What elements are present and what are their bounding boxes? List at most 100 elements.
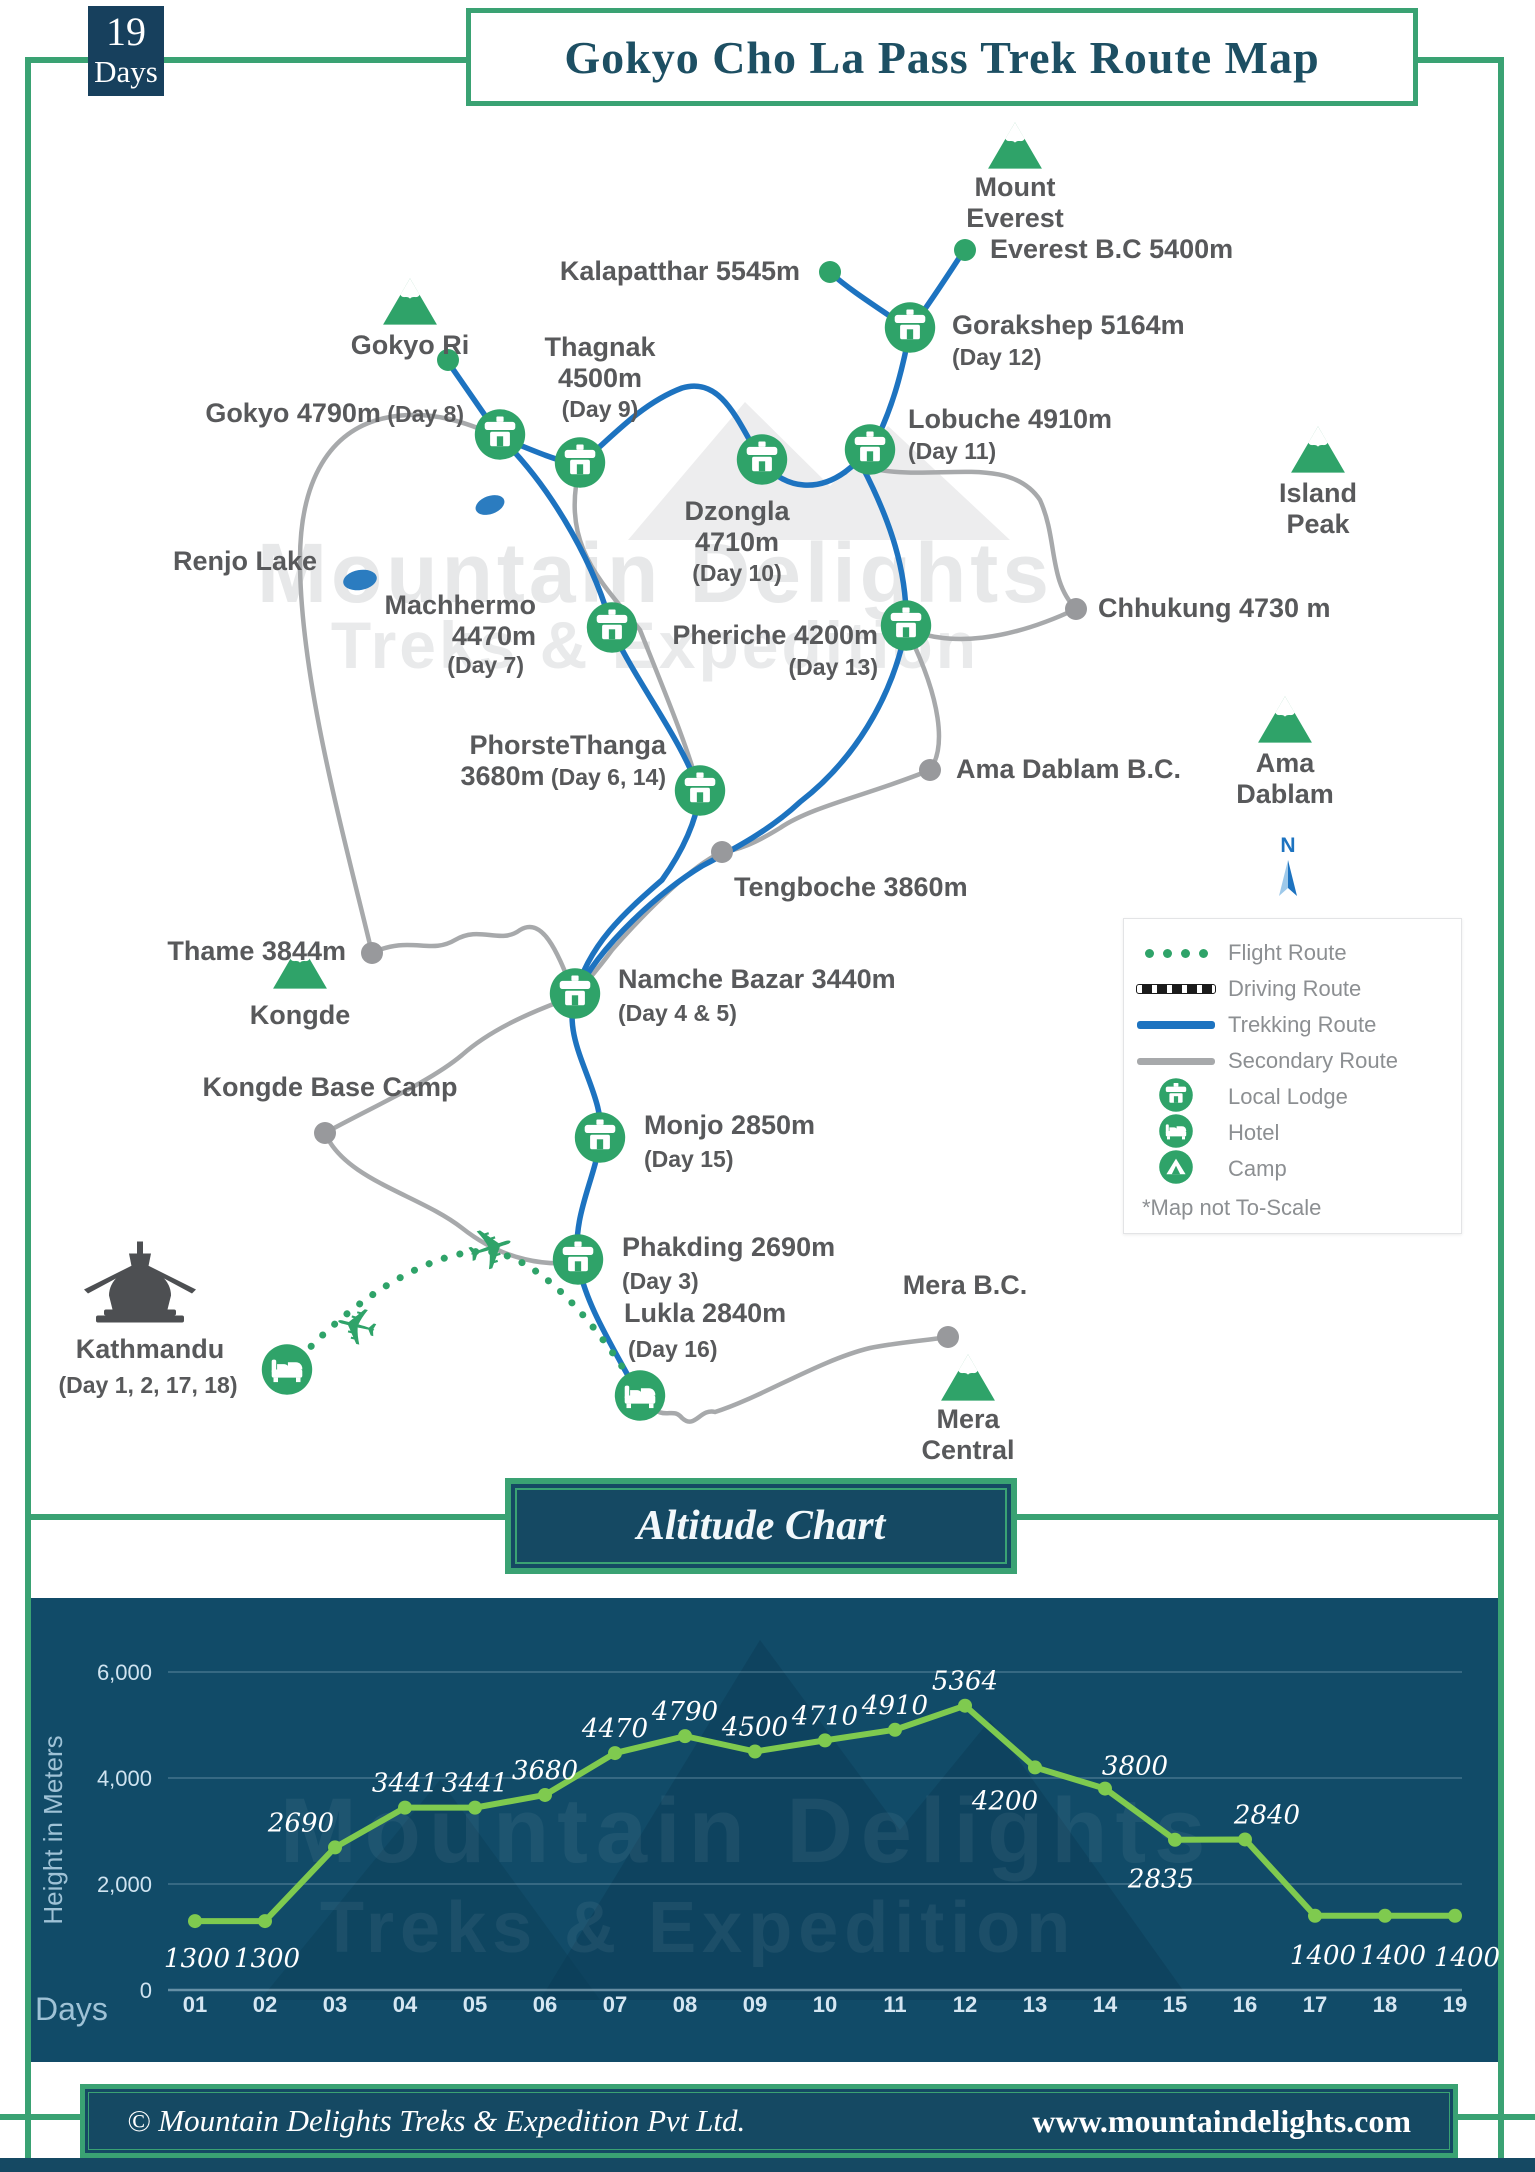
legend-item-trekking-route: Trekking Route: [1124, 1007, 1461, 1043]
north-label: N: [1280, 834, 1296, 857]
days-badge: 19 Days: [88, 6, 164, 96]
altitude-chart-banner-inner: Altitude Chart: [515, 1488, 1007, 1564]
mera-bc-dot: [937, 1326, 959, 1348]
mount-everest-peak-icon: [986, 121, 1044, 176]
phorste-thanga-lodge-icon: [673, 764, 727, 823]
phakding-lodge-icon: [551, 1233, 605, 1292]
secondary-route-icon: [1137, 1057, 1215, 1065]
island-peak-peak-icon: [1289, 425, 1347, 480]
footer-website[interactable]: www.mountaindelights.com: [1032, 2102, 1411, 2139]
pheriche-sublabel: (Day 13): [788, 654, 878, 680]
legend-item-camp: Camp: [1124, 1149, 1461, 1190]
days-badge-number: 19: [106, 9, 146, 54]
chhukung-dot: [1065, 598, 1087, 620]
legend-item-local-lodge: Local Lodge: [1124, 1077, 1461, 1118]
pheriche-lodge-icon: [879, 599, 933, 658]
kalapatthar-dot: [819, 261, 841, 283]
gokyo-ri-peak-icon: [381, 277, 439, 332]
tengboche-dot: [711, 841, 733, 863]
dzongla-sublabel: (Day 10): [692, 560, 782, 586]
lobuche-label: Lobuche 4910m: [908, 404, 1113, 434]
trekking-route-icon: [1137, 1021, 1215, 1029]
kongde-label: Kongde: [249, 1000, 351, 1030]
legend-label-flight-route: Flight Route: [1228, 940, 1347, 965]
ama-dablam-bc-dot: [919, 759, 941, 781]
thagnak-lodge-icon: [553, 436, 607, 495]
phakding-sublabel: (Day 3): [622, 1268, 699, 1294]
dzongla-lodge-icon: [735, 433, 789, 492]
north-indicator: N: [1270, 834, 1306, 909]
ama-dablam-bc-label: Ama Dablam B.C.: [956, 754, 1182, 784]
page-title: Gokyo Cho La Pass Trek Route Map: [564, 31, 1320, 83]
lukla-sublabel: (Day 16): [628, 1336, 718, 1362]
kalapatthar-label: Kalapatthar 5545m: [559, 256, 800, 286]
legend-label-camp: Camp: [1228, 1156, 1287, 1181]
phakding-label: Phakding 2690m: [622, 1232, 836, 1262]
north-arrow-icon: [1279, 860, 1297, 896]
legend-item-secondary-route: Secondary Route: [1124, 1043, 1461, 1079]
mera-bc-label: Mera B.C.: [902, 1270, 1028, 1300]
gorakshep-lodge-icon: [883, 301, 937, 360]
kathmandu-label: Kathmandu: [75, 1334, 225, 1364]
pheriche-label: Pheriche 4200m: [672, 620, 878, 650]
chhukung-label: Chhukung 4730 m: [1098, 593, 1331, 623]
thame-label: Thame 3844m: [167, 936, 346, 966]
gorakshep-label: Gorakshep 5164m: [952, 310, 1185, 340]
kathmandu-stupa-icon: [78, 1240, 202, 1337]
bottom-strip: [0, 2158, 1535, 2172]
tengboche-label: Tengboche 3860m: [734, 872, 968, 902]
lukla-label: Lukla 2840m: [624, 1298, 787, 1328]
mera-central-peak-icon: [939, 1353, 997, 1408]
frame-top-left-segment: [25, 57, 470, 63]
gorakshep-sublabel: (Day 12): [952, 344, 1042, 370]
footer-banner: © Mountain Delights Treks & Expedition P…: [80, 2084, 1458, 2158]
days-badge-word: Days: [94, 54, 158, 89]
altitude-chart-banner: Altitude Chart: [505, 1478, 1017, 1574]
renjo-lake-label: Renjo Lake: [172, 546, 318, 576]
lobuche-sublabel: (Day 11): [908, 438, 997, 464]
footer-copyright: © Mountain Delights Treks & Expedition P…: [127, 2103, 746, 2138]
everest-bc-label: Everest B.C 5400m: [990, 234, 1234, 264]
gokyo-label: Gokyo 4790m (Day 8): [205, 398, 464, 428]
camp-icon: [1158, 1149, 1194, 1190]
flight-route-icon: [1144, 948, 1208, 958]
thagnak-sublabel: (Day 9): [561, 396, 639, 422]
gokyo-lodge-icon: [473, 408, 527, 467]
machhermo-sublabel: (Day 7): [447, 652, 524, 678]
legend-label-driving-route: Driving Route: [1228, 976, 1362, 1001]
kongde-bc-dot: [314, 1122, 336, 1144]
lukla-hotel-icon: [613, 1369, 667, 1428]
monjo-label: Monjo 2850m: [644, 1110, 816, 1140]
legend-item-flight-route: Flight Route: [1124, 935, 1461, 971]
kathmandu-sublabel: (Day 1, 2, 17, 18): [58, 1372, 238, 1398]
monjo-lodge-icon: [573, 1111, 627, 1170]
hotel-icon: [1158, 1113, 1194, 1154]
kongde-bc-label: Kongde Base Camp: [202, 1072, 458, 1102]
machhermo-lodge-icon: [585, 601, 639, 660]
legend-label-local-lodge: Local Lodge: [1228, 1084, 1348, 1109]
frame-right: [1498, 57, 1504, 2162]
title-box: Gokyo Cho La Pass Trek Route Map: [466, 8, 1418, 106]
kathmandu-hotel-hotel-icon: [260, 1343, 314, 1402]
gokyo-ri-label: Gokyo Ri: [350, 330, 470, 360]
thame-dot: [361, 942, 383, 964]
frame-top-right-segment: [1404, 57, 1504, 63]
namche-label: Namche Bazar 3440m: [618, 964, 896, 994]
ama-dablam-peak-icon: [1256, 695, 1314, 750]
legend-label-trekking-route: Trekking Route: [1228, 1012, 1377, 1037]
local-lodge-icon: [1158, 1077, 1194, 1118]
legend-label-hotel: Hotel: [1228, 1120, 1280, 1145]
lobuche-lodge-icon: [843, 423, 897, 482]
altitude-chart-title: Altitude Chart: [636, 1503, 886, 1549]
legend-item-driving-route: Driving Route: [1124, 971, 1461, 1007]
